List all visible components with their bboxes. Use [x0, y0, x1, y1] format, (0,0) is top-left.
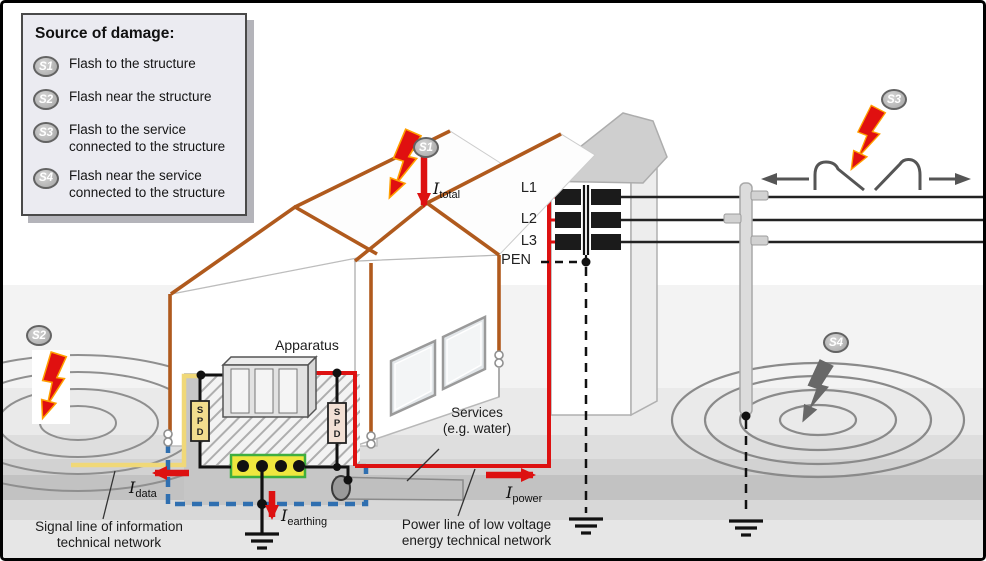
structure — [170, 130, 596, 448]
leader-lines — [102, 448, 476, 520]
legend-item-label: Flash to the structure — [69, 56, 196, 71]
s3-lightning-bolt — [849, 103, 887, 175]
i-power-label: Ipower — [506, 483, 543, 506]
s1-badge: S1 — [413, 137, 439, 158]
legend-title: Source of damage: — [35, 25, 175, 42]
i-earthing-label: Iearthing — [281, 506, 328, 529]
i-data-label: Idata — [129, 478, 157, 501]
diagram-canvas — [3, 103, 983, 558]
s2-legend-badge: S2 — [33, 89, 59, 110]
s3-legend-badge: S3 — [33, 122, 59, 143]
label-l1: L1 — [520, 180, 537, 196]
legend-item-label: Flash to the service connected to the st… — [69, 122, 226, 154]
power-line-label: Power line of low voltage energy technic… — [401, 517, 552, 549]
transformer-station — [534, 112, 668, 417]
legend-item-s1: S1 Flash to the structure — [33, 56, 237, 77]
legend-item-label: Flash near the service connected to the … — [69, 167, 226, 200]
services-label: Services (e.g. water) — [442, 405, 512, 437]
interior-installation — [71, 355, 551, 550]
label-l2: L2 — [520, 211, 537, 227]
overhead-power-lines — [621, 195, 983, 244]
s3-line-current-symbol — [761, 158, 971, 192]
power-wiring — [308, 371, 551, 468]
s4-legend-badge: S4 — [33, 167, 59, 189]
spd-signal-box — [190, 400, 210, 442]
signal-line — [71, 373, 201, 468]
services-pipe — [331, 475, 464, 501]
spd-signal-label: SPD — [194, 405, 206, 438]
s1-legend-badge: S1 — [33, 56, 59, 77]
spd-power-label: SPD — [331, 407, 343, 440]
windows — [389, 315, 487, 417]
signal-line-label: Signal line of information technical net… — [35, 519, 183, 551]
label-pen: PEN — [501, 252, 531, 268]
legend-item-label: Flash near the structure — [69, 89, 212, 104]
apparatus-box — [221, 355, 318, 419]
lps-test-joints — [163, 350, 504, 449]
legend-box: Source of damage: S1 Flash to the struct… — [21, 13, 247, 216]
legend-item-s4: S4 Flash near the service connected to t… — [33, 167, 237, 202]
i-total-label: Itotal — [433, 179, 461, 202]
transformer-windings — [555, 189, 621, 250]
current-arrows — [152, 155, 536, 520]
s4-badge: S4 — [823, 332, 849, 353]
legend-item-s3: S3 Flash to the service connected to the… — [33, 122, 237, 156]
legend-item-s2: S2 Flash near the structure — [33, 89, 237, 110]
utility-pole — [723, 182, 769, 537]
label-l3: L3 — [520, 233, 537, 249]
spd-power-box — [327, 402, 347, 444]
s2-badge: S2 — [26, 325, 52, 346]
apparatus-label: Apparatus — [275, 337, 339, 353]
s3-badge: S3 — [881, 89, 907, 110]
